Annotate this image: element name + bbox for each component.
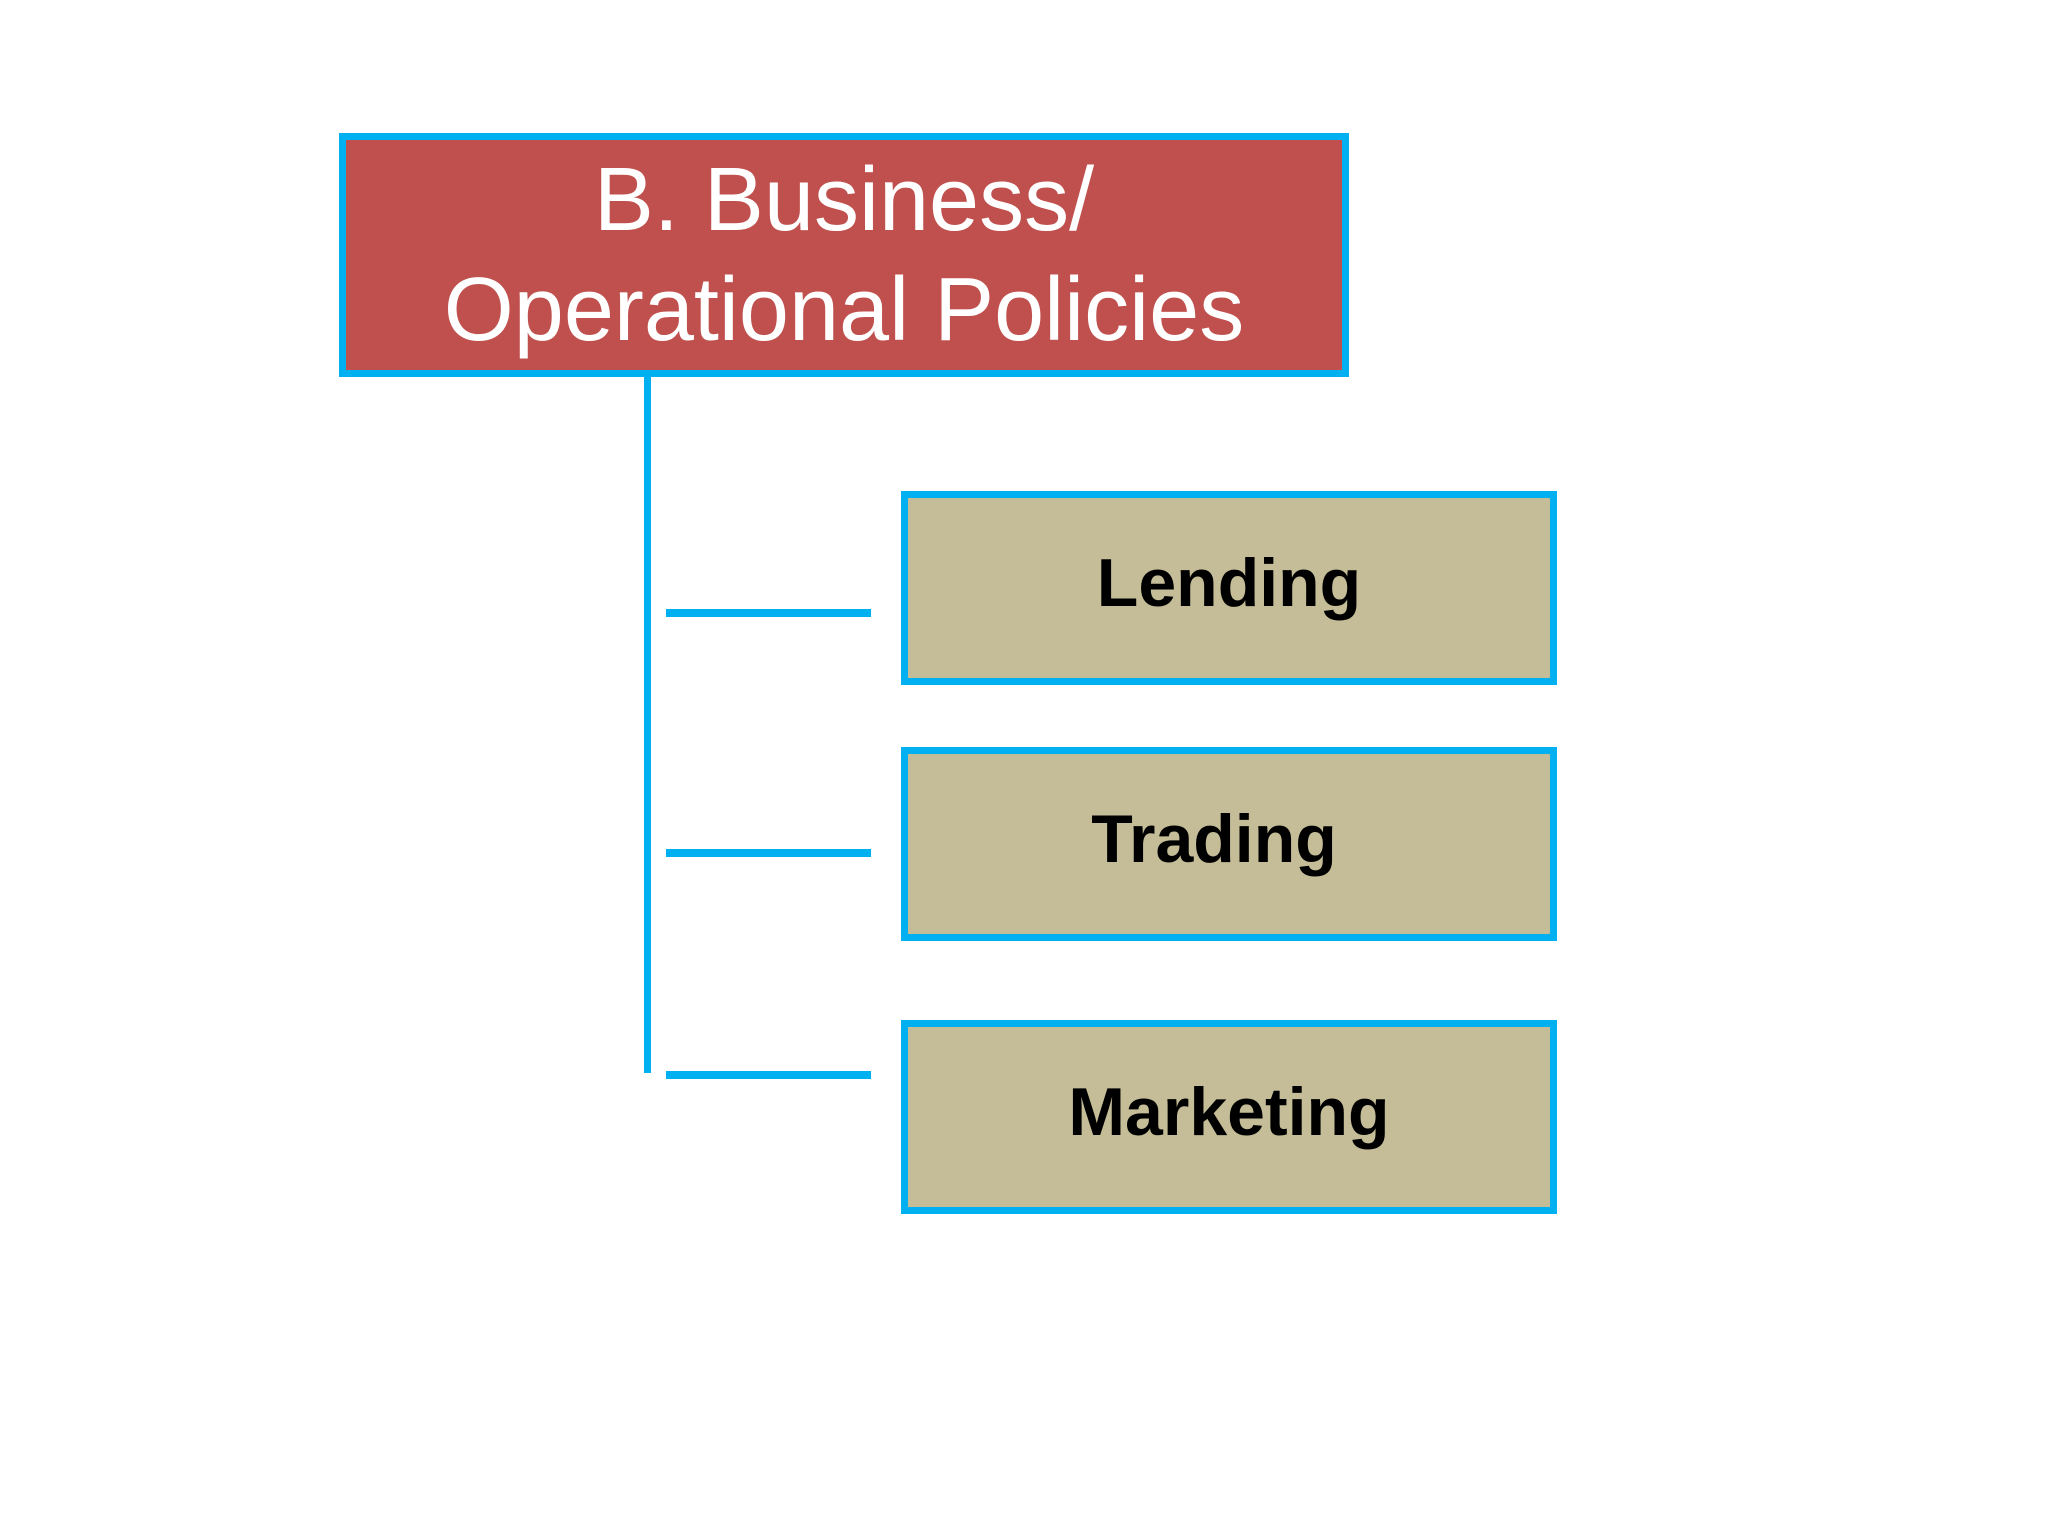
connector-branch-marketing: [666, 1071, 871, 1079]
child-node-marketing: Marketing: [901, 1020, 1557, 1214]
root-node-box: B. Business/ Operational Policies: [339, 133, 1349, 377]
child-node-label: Lending: [1096, 545, 1362, 621]
connector-branch-lending: [666, 609, 871, 617]
connector-branch-trading: [666, 849, 871, 857]
root-node-title: B. Business/ Operational Policies: [443, 150, 1245, 360]
connector-trunk: [644, 377, 651, 1073]
child-node-lending: Lending: [901, 491, 1557, 685]
child-node-trading: Trading: [901, 747, 1557, 941]
child-node-label: Trading: [1091, 801, 1337, 877]
child-node-label: Marketing: [1068, 1074, 1390, 1150]
